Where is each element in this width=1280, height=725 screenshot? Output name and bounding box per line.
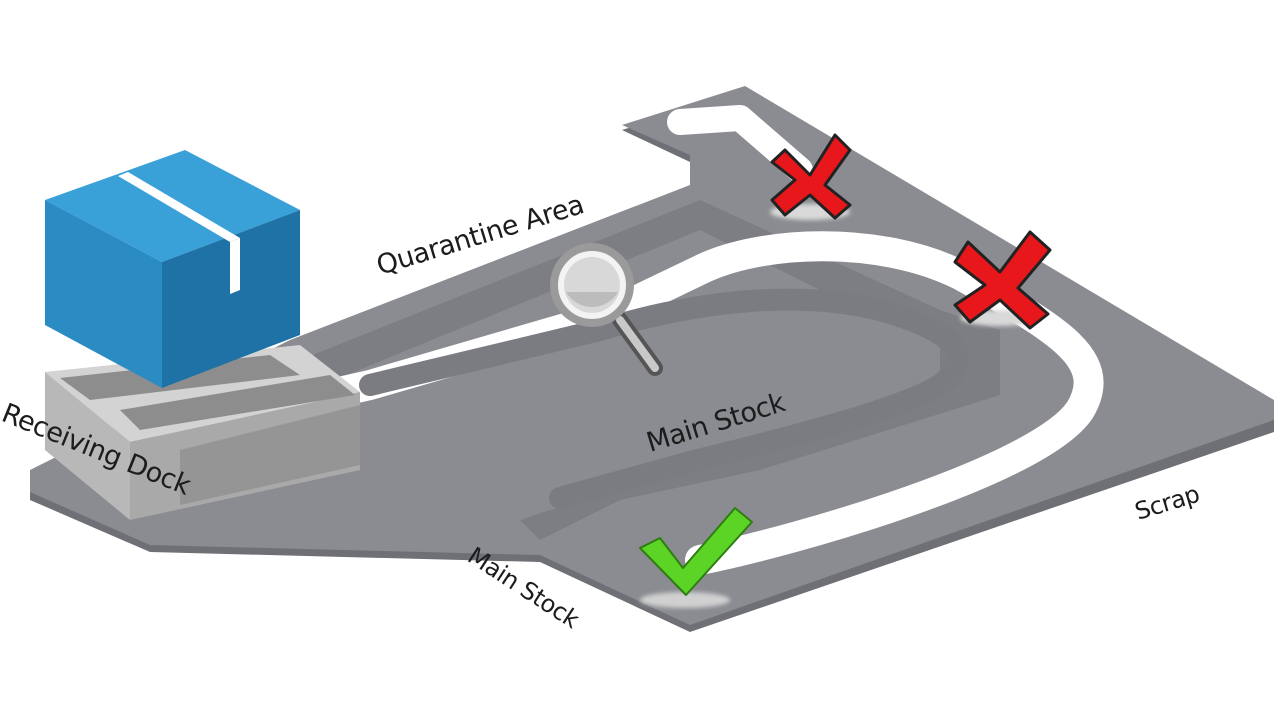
magnifying-glass-icon (550, 243, 663, 376)
accept-marker (639, 507, 753, 608)
red-x-icon (953, 230, 1052, 330)
floor-inner-band (300, 200, 1000, 540)
reject-marker-1 (770, 133, 852, 220)
green-check-icon (639, 507, 753, 596)
receiving-dock (45, 345, 360, 520)
label-scrap: Scrap (1132, 480, 1203, 526)
reject-marker-2 (953, 230, 1052, 330)
red-x-icon (770, 133, 852, 220)
flow-path (155, 231, 1104, 575)
main-stock-lane (359, 288, 969, 509)
package-box-icon (45, 150, 300, 388)
